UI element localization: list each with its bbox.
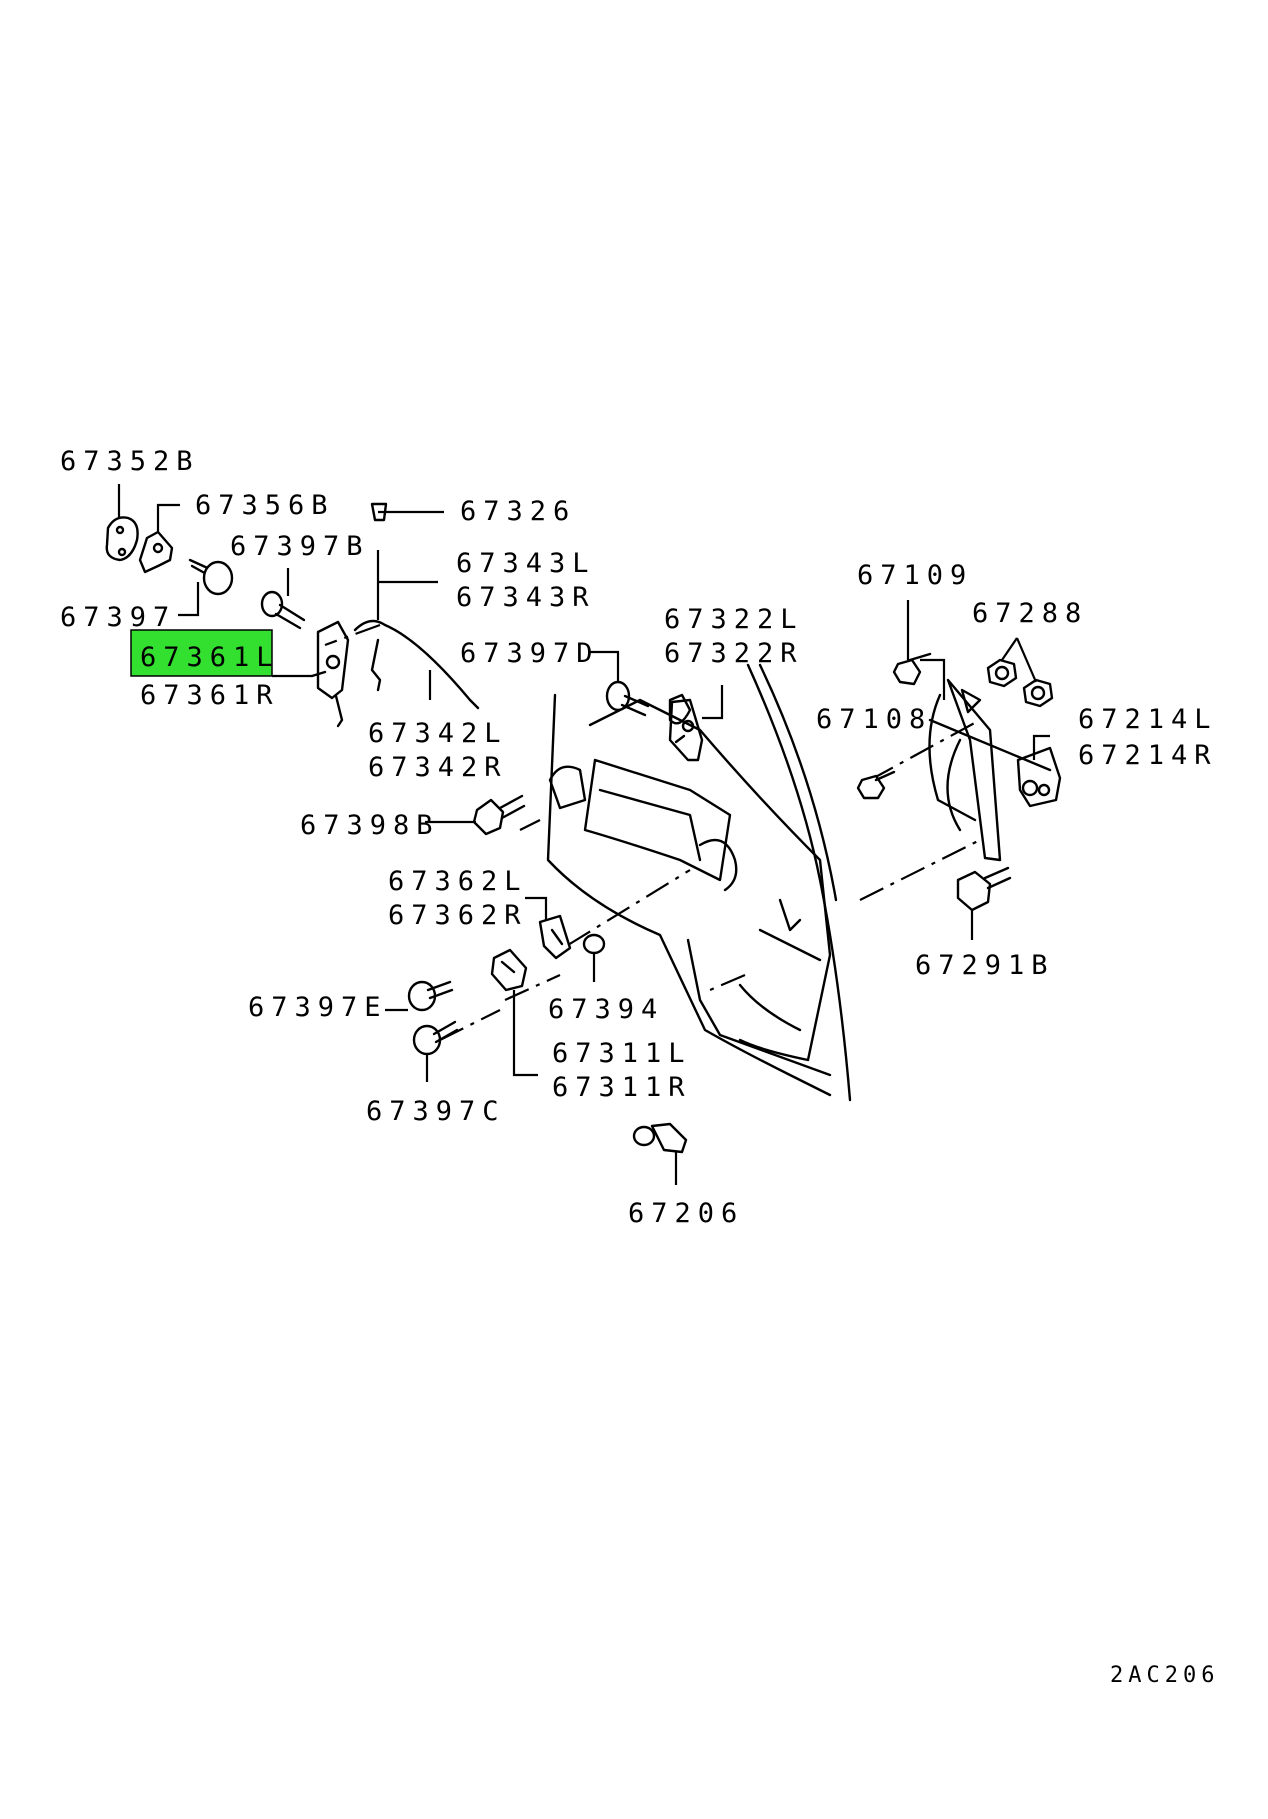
diagram-code: 2AC206 xyxy=(1110,1663,1219,1688)
bolt-67398B-part xyxy=(472,794,526,836)
screw-67397C-part xyxy=(412,1020,459,1056)
screw-67397-part xyxy=(188,558,234,596)
label-67397C[interactable]: 67397C xyxy=(366,1096,506,1127)
label-67108[interactable]: 67108 xyxy=(816,704,932,735)
clip-67206-part xyxy=(632,1122,688,1154)
label-67343R[interactable]: 67343R xyxy=(456,582,596,613)
label-67311L[interactable]: 67311L xyxy=(552,1038,692,1069)
label-67362R[interactable]: 67362R xyxy=(388,900,528,931)
label-67288[interactable]: 67288 xyxy=(972,598,1088,629)
bolt-67291B-part xyxy=(956,866,1012,912)
clip-67326-part xyxy=(370,502,388,522)
label-67326[interactable]: 67326 xyxy=(460,496,576,527)
rod-holder-part xyxy=(138,530,174,574)
door-inner-panel xyxy=(546,663,852,1102)
label-67397D[interactable]: 67397D xyxy=(460,638,600,669)
label-67206[interactable]: 67206 xyxy=(628,1198,744,1229)
gasket-part xyxy=(105,516,139,562)
label-67322L[interactable]: 67322L xyxy=(664,604,804,635)
label-67342R[interactable]: 67342R xyxy=(368,752,508,783)
leader-lines xyxy=(117,484,1050,1185)
nut-67288-part xyxy=(986,658,1054,708)
label-67322R[interactable]: 67322R xyxy=(664,638,804,669)
label-67361R[interactable]: 67361R xyxy=(140,680,280,711)
label-67214R[interactable]: 67214R xyxy=(1078,740,1218,771)
bolt-67108-part xyxy=(856,770,896,800)
label-67362L[interactable]: 67362L xyxy=(388,866,528,897)
label-67352B[interactable]: 67352B xyxy=(60,446,200,477)
latch-part xyxy=(310,620,350,728)
lock-bracket-part xyxy=(538,914,572,960)
label-67398B[interactable]: 67398B xyxy=(300,810,440,841)
label-67397E[interactable]: 67397E xyxy=(248,992,388,1023)
screw-67397D-part xyxy=(605,680,650,717)
window-regulator-part xyxy=(928,678,1052,862)
label-67311R[interactable]: 67311R xyxy=(552,1072,692,1103)
striker-bracket-part xyxy=(668,698,704,762)
label-67291B[interactable]: 67291B xyxy=(915,950,1055,981)
label-67397B[interactable]: 67397B xyxy=(230,531,370,562)
label-67214L[interactable]: 67214L xyxy=(1078,704,1218,735)
regulator-bracket-part xyxy=(1016,746,1062,808)
label-67394[interactable]: 67394 xyxy=(548,994,664,1025)
inside-handle-part xyxy=(490,948,528,992)
highlight-box xyxy=(130,629,273,677)
grommet-part xyxy=(582,933,606,955)
label-67361L[interactable]: 67361L xyxy=(140,642,280,673)
label-67356B[interactable]: 67356B xyxy=(195,490,335,521)
screw-67397E-part xyxy=(407,980,454,1012)
label-67342L[interactable]: 67342L xyxy=(368,718,508,749)
label-67343L[interactable]: 67343L xyxy=(456,548,596,579)
screw-67397B-part xyxy=(260,590,306,630)
bolt-67109-part xyxy=(892,652,932,686)
label-67109[interactable]: 67109 xyxy=(857,560,973,591)
label-67397[interactable]: 67397 xyxy=(60,602,176,633)
rod-part xyxy=(353,619,480,710)
